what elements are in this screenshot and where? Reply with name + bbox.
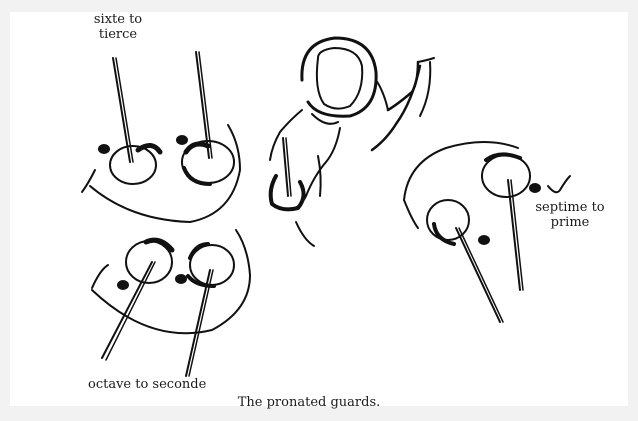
septime-label-line1: septime to xyxy=(535,200,605,215)
sixte-label-line1: sixte to xyxy=(88,12,148,27)
septime-prime-diagram xyxy=(404,142,570,322)
septime-label-line2: prime xyxy=(535,215,605,230)
sixte-label-line2: tierce xyxy=(88,27,148,42)
figure-caption: The pronated guards. xyxy=(0,395,618,410)
octave-seconde-label: octave to seconde xyxy=(88,377,206,392)
sixte-tierce-diagram xyxy=(82,52,240,222)
sixte-tierce-label: sixte to tierce xyxy=(88,12,148,42)
septime-prime-label: septime to prime xyxy=(535,200,605,230)
octave-seconde-diagram xyxy=(92,230,250,376)
